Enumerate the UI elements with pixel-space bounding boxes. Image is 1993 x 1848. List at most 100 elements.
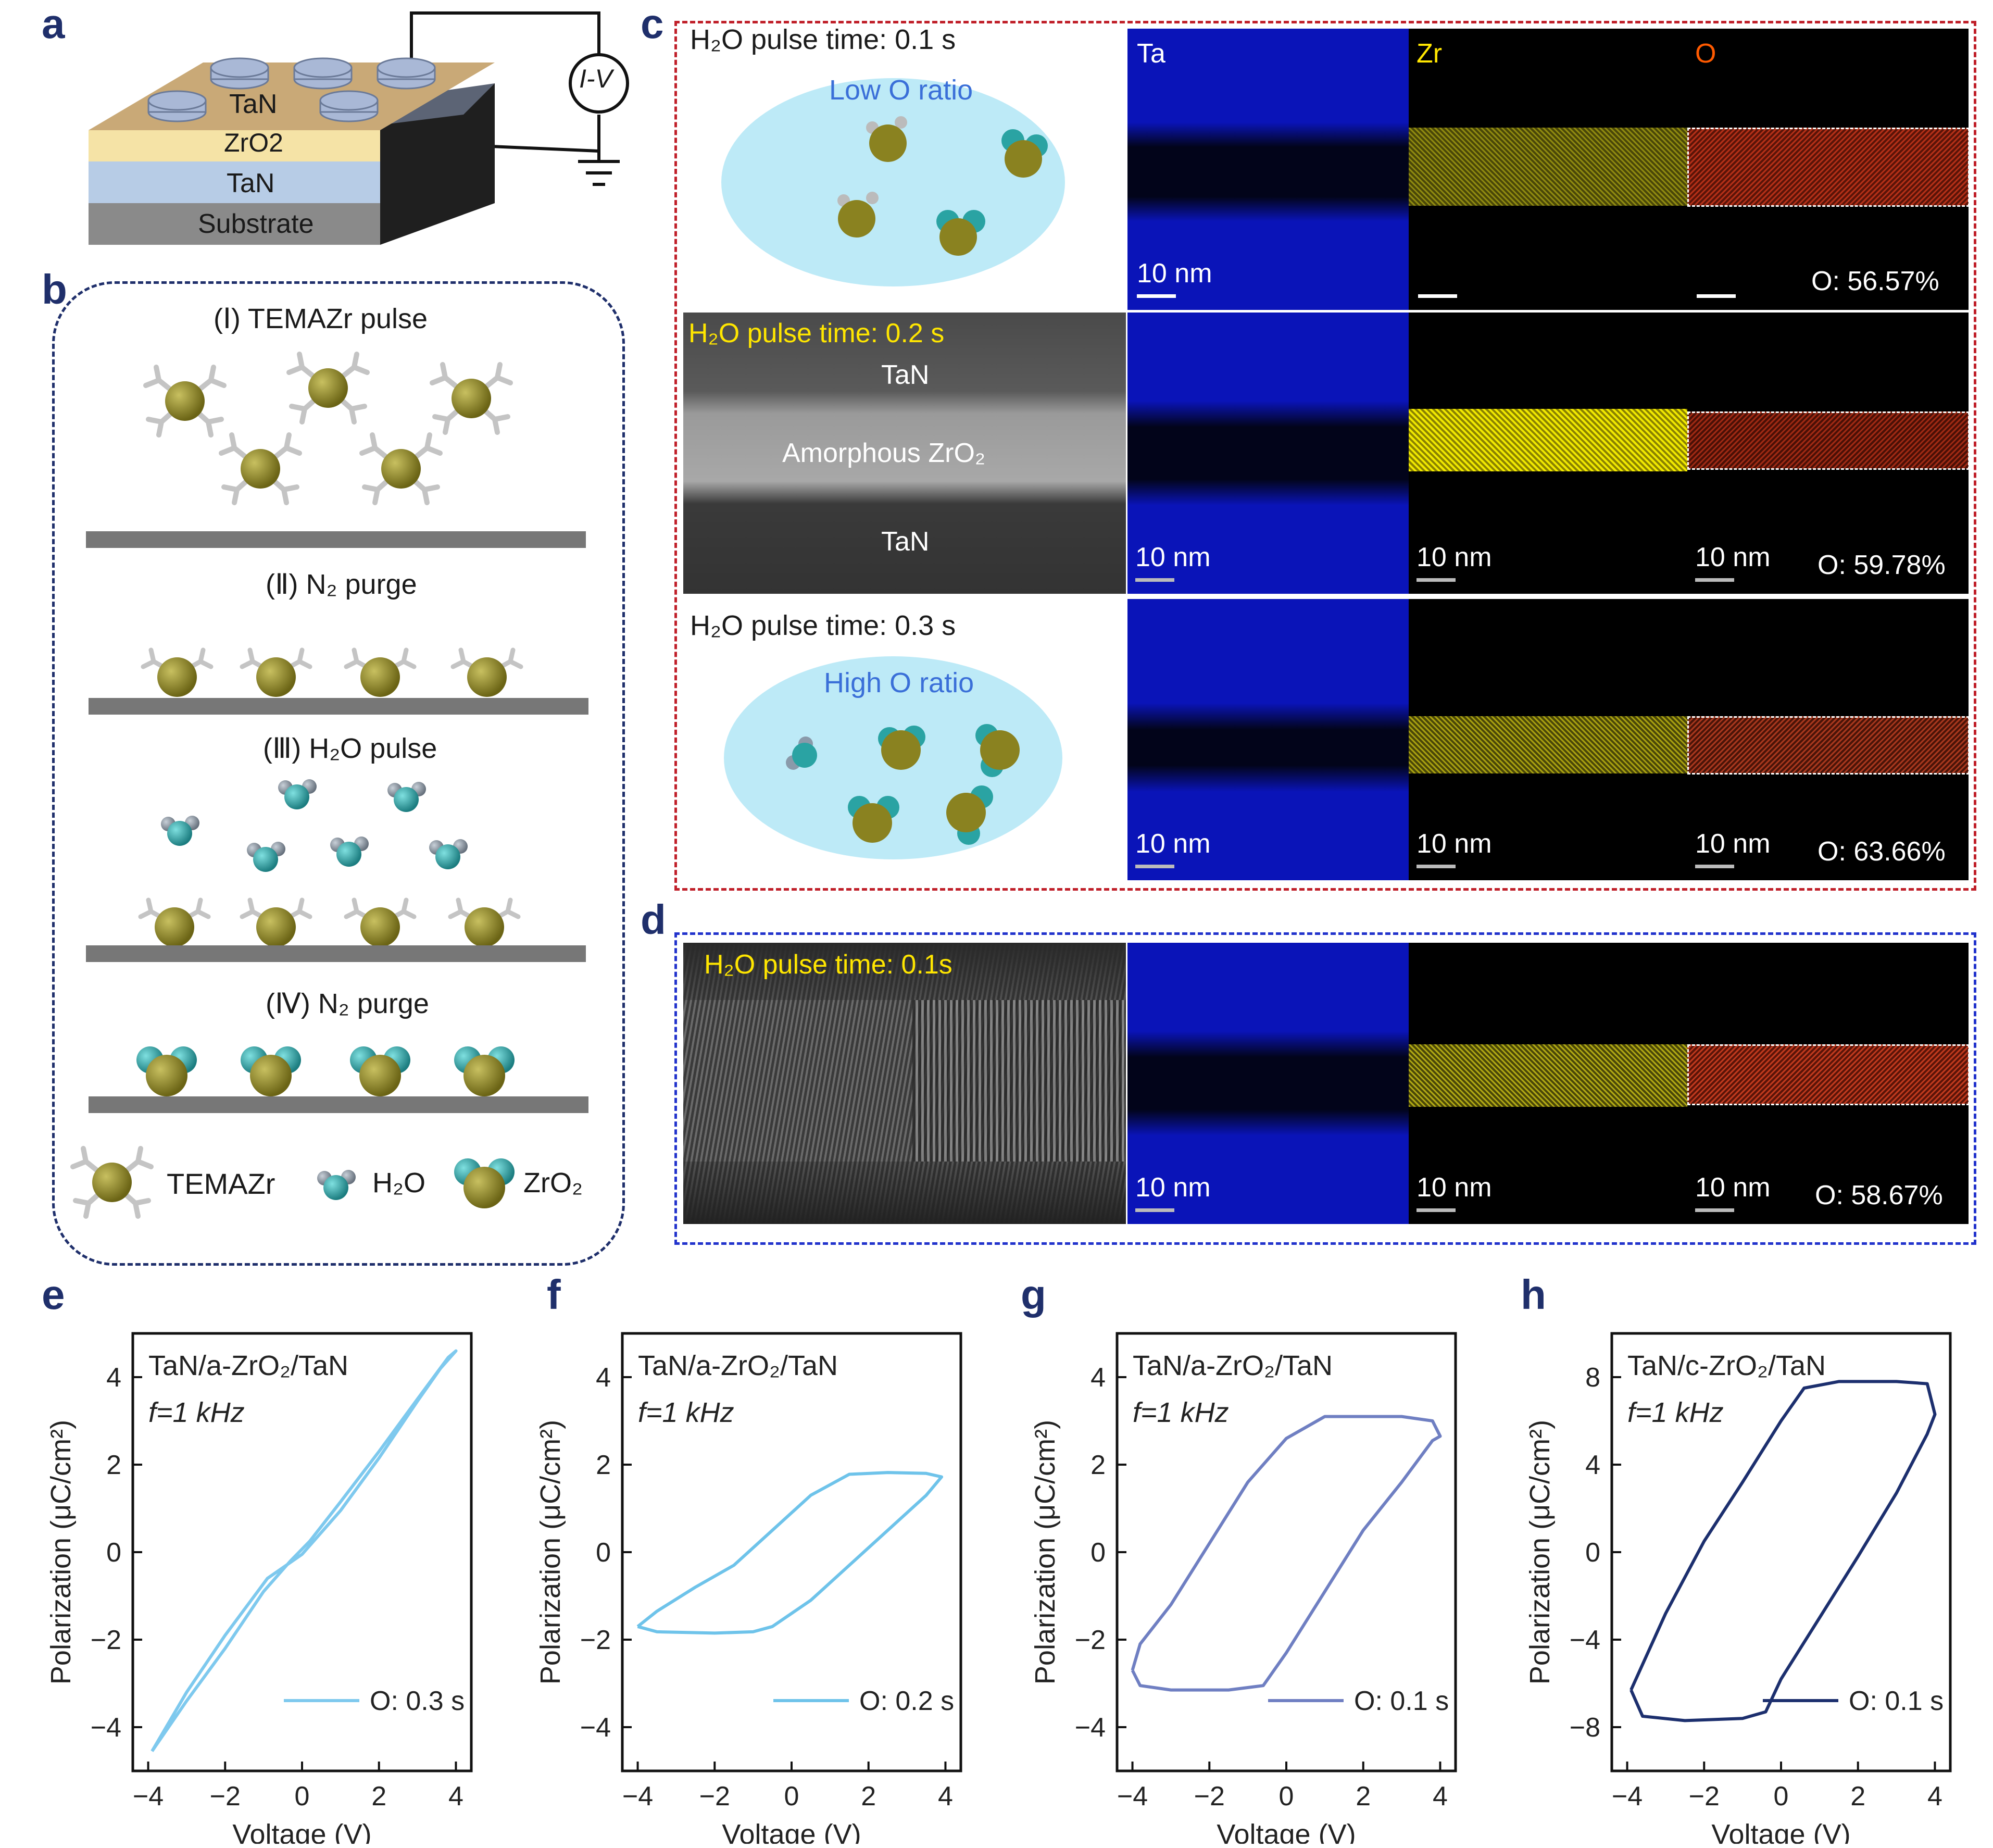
- y-axis-label: Polarization (μC/cm²): [1524, 1420, 1556, 1684]
- y-tick-label: −4: [580, 1713, 611, 1743]
- scale-bar: [1135, 865, 1174, 868]
- iv-meter-icon: [569, 53, 629, 114]
- x-tick-label: 4: [1927, 1781, 1942, 1812]
- scale-bar: [1135, 1208, 1174, 1212]
- panel-label-d: d: [641, 896, 666, 943]
- d-pulse-label: H₂O pulse time: 0.1s: [704, 950, 952, 980]
- x-tick-label: 2: [861, 1781, 876, 1812]
- legend-h2o-label: H₂O: [372, 1167, 425, 1198]
- row2-middle-layer-label: Amorphous ZrO₂: [782, 438, 986, 468]
- scale-bar: [1137, 294, 1176, 298]
- row3-scale-ta: 10 nm: [1135, 829, 1211, 859]
- row1-ta-map: Ta 10 nm: [1127, 29, 1409, 310]
- panel-d-frame: [674, 932, 1976, 1245]
- row3-scale-zr: 10 nm: [1417, 829, 1492, 859]
- y-tick-label: 8: [1585, 1363, 1600, 1393]
- row1-ta-label: Ta: [1137, 39, 1165, 69]
- scale-bar: [1418, 294, 1457, 298]
- x-tick-label: −2: [210, 1781, 241, 1812]
- y-tick-label: −2: [580, 1625, 611, 1655]
- x-axis-label: Voltage (V): [1711, 1819, 1850, 1844]
- x-tick-label: 4: [938, 1781, 953, 1812]
- d-o-map: 10 nm O: 58.67%: [1687, 943, 1969, 1224]
- row3-bubble-label: High O ratio: [824, 667, 974, 698]
- d-tem-image: H₂O pulse time: 0.1s: [683, 943, 1126, 1224]
- row3-zr-map: 10 nm: [1409, 599, 1687, 880]
- iv-meter-label: I-V: [579, 64, 612, 93]
- chart-subtitle: f=1 kHz: [148, 1397, 245, 1428]
- x-axis-label: Voltage (V): [232, 1819, 371, 1844]
- row1-o-map: O O: 56.57%: [1687, 29, 1969, 310]
- x-tick-label: 4: [448, 1781, 463, 1812]
- x-tick-label: −4: [1117, 1781, 1148, 1812]
- d-zr-map: 10 nm: [1409, 943, 1687, 1224]
- panel-label-e: e: [42, 1271, 65, 1318]
- row1-pulse-label: H₂O pulse time: 0.1 s: [690, 24, 956, 55]
- d-ta-map: 10 nm: [1127, 943, 1409, 1224]
- panel-label-a: a: [42, 1, 65, 47]
- row2-ratio: O: 59.78%: [1817, 550, 1946, 580]
- layer-top-tan-label: TaN: [229, 89, 278, 119]
- x-tick-label: −4: [133, 1781, 164, 1812]
- device-schematic: [89, 11, 629, 245]
- y-tick-label: 4: [1090, 1363, 1106, 1393]
- scale-bar: [1695, 1208, 1734, 1212]
- y-tick-label: −4: [1570, 1625, 1600, 1655]
- row2-pulse-label: H₂O pulse time: 0.2 s: [688, 318, 945, 348]
- y-axis-label: Polarization (μC/cm²): [1030, 1420, 1061, 1684]
- chart-title: TaN/a-ZrO₂/TaN: [148, 1350, 348, 1381]
- chart-subtitle: f=1 kHz: [1133, 1397, 1229, 1428]
- chart-title: TaN/c-ZrO₂/TaN: [1627, 1350, 1826, 1381]
- x-tick-label: −4: [622, 1781, 653, 1812]
- chart-subtitle: f=1 kHz: [1627, 1397, 1724, 1428]
- layer-substrate-label: Substrate: [198, 209, 314, 239]
- row1-zr-map: Zr: [1409, 29, 1687, 310]
- ald-process-panel: [52, 281, 625, 1266]
- scale-bar: [1417, 1208, 1456, 1212]
- x-tick-label: 2: [1356, 1781, 1371, 1812]
- x-tick-label: −4: [1612, 1781, 1643, 1812]
- step-3-label: (Ⅲ) H₂O pulse: [263, 733, 437, 764]
- row2-ta-map: 10 nm: [1127, 313, 1409, 594]
- d-scale-o: 10 nm: [1695, 1172, 1771, 1203]
- row2-scale-zr: 10 nm: [1417, 542, 1492, 572]
- d-scale-zr: 10 nm: [1417, 1172, 1492, 1203]
- x-tick-label: 0: [784, 1781, 799, 1812]
- y-tick-label: 0: [1585, 1538, 1600, 1568]
- row3-scale-o: 10 nm: [1695, 829, 1771, 859]
- scale-bar: [1417, 865, 1456, 868]
- y-tick-label: 0: [1090, 1538, 1106, 1568]
- y-axis-label: Polarization (μC/cm²): [535, 1420, 566, 1684]
- chart-title: TaN/a-ZrO₂/TaN: [1133, 1350, 1333, 1381]
- panel-label-h: h: [1521, 1271, 1546, 1318]
- series-line: [1630, 1380, 1937, 1722]
- row3-ratio: O: 63.66%: [1817, 836, 1946, 867]
- layer-bottom-tan-label: TaN: [227, 168, 275, 198]
- chart-title: TaN/a-ZrO₂/TaN: [638, 1350, 838, 1381]
- row1-o-label: O: [1695, 39, 1716, 69]
- panel-label-c: c: [641, 1, 664, 47]
- row2-zr-map: 10 nm: [1409, 313, 1687, 594]
- legend-label: O: 0.2 s: [859, 1686, 954, 1716]
- x-tick-label: 0: [1279, 1781, 1294, 1812]
- y-tick-label: 4: [106, 1363, 121, 1393]
- zro2-legend-icon: [454, 1158, 515, 1208]
- row2-tem-image: H₂O pulse time: 0.2 s TaN Amorphous ZrO₂…: [683, 313, 1126, 594]
- legend-label: O: 0.3 s: [370, 1686, 465, 1716]
- legend-zro2-label: ZrO₂: [523, 1167, 583, 1198]
- layer-zro2-label: ZrO2: [224, 128, 283, 157]
- scale-bar: [1695, 578, 1734, 582]
- x-tick-label: −2: [1194, 1781, 1225, 1812]
- row2-scale-o: 10 nm: [1695, 542, 1771, 572]
- y-tick-label: −8: [1570, 1713, 1600, 1743]
- y-tick-label: −2: [91, 1625, 121, 1655]
- row1-schematic: [682, 29, 1125, 310]
- row1-zr-label: Zr: [1417, 39, 1443, 69]
- panel-label-g: g: [1021, 1271, 1046, 1318]
- y-tick-label: 2: [596, 1450, 611, 1480]
- row1-bubble-label: Low O ratio: [829, 74, 973, 106]
- row2-bottom-layer-label: TaN: [881, 527, 930, 557]
